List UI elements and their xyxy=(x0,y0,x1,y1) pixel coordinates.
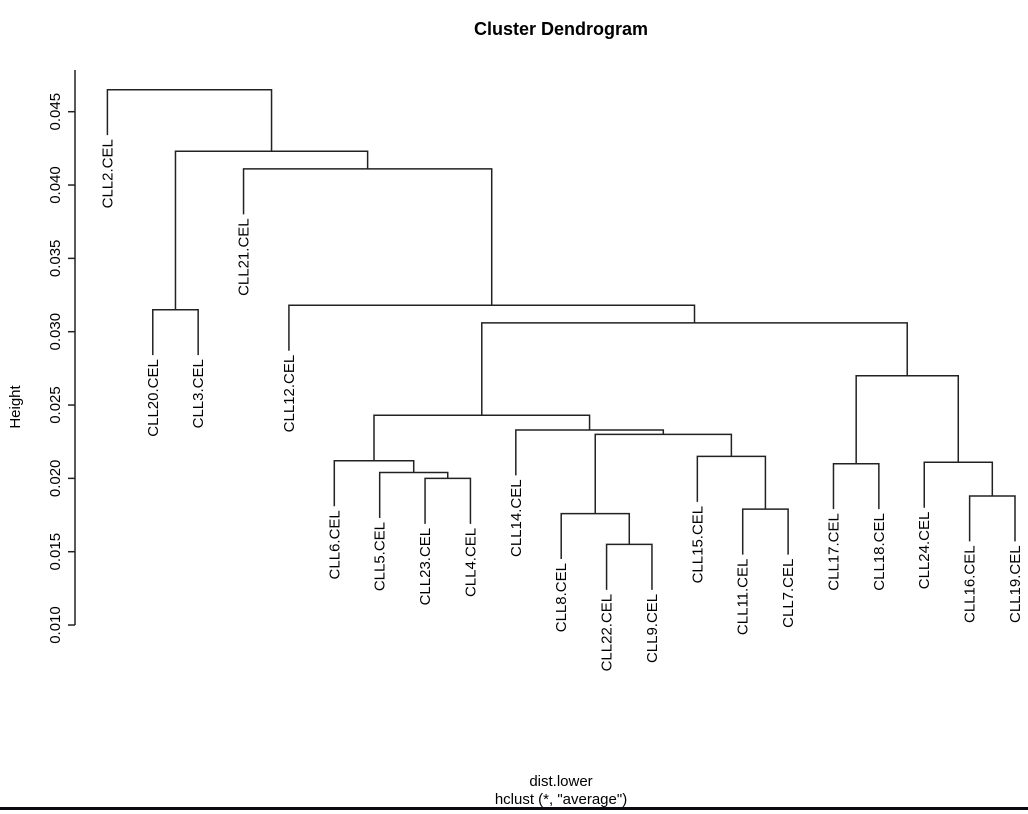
leaf-label: CLL2.CEL xyxy=(99,139,116,208)
leaf-label: CLL19.CEL xyxy=(1007,545,1024,623)
leaf-label: CLL4.CEL xyxy=(462,528,479,597)
leaf-labels: CLL2.CEL CLL20.CEL CLL3.CEL CLL21.CEL CLL12.… xyxy=(99,139,1024,671)
y-axis-ticks: 0.045 0.040 0.035 0.030 0.025 0.020 0.015 0.010 xyxy=(47,93,75,644)
y-axis-tick-label: 0.015 xyxy=(47,533,64,571)
leaf-label: CLL11.CEL xyxy=(735,559,752,635)
window-bottom-edge xyxy=(0,807,1028,810)
leaf-label: CLL21.CEL xyxy=(236,218,253,296)
y-axis-label: Height xyxy=(7,384,24,428)
dendrogram-segment xyxy=(515,429,665,476)
leaf-label: CLL5.CEL xyxy=(372,522,389,591)
leaf-label: CLL8.CEL xyxy=(553,563,570,632)
dendrogram-segment xyxy=(696,455,767,510)
dendrogram-segment xyxy=(832,462,880,510)
dendrogram-segment xyxy=(106,88,273,152)
dendrogram-segment xyxy=(741,508,789,555)
caption-method: hclust (*, "average") xyxy=(495,791,627,808)
leaf-label: CLL20.CEL xyxy=(145,359,162,437)
leaf-label: CLL14.CEL xyxy=(508,479,525,557)
dendrogram-segment xyxy=(560,512,631,560)
leaf-label: CLL17.CEL xyxy=(825,513,842,591)
dendrogram-segment xyxy=(594,433,733,514)
dendrogram-segment xyxy=(373,414,591,461)
dendrogram-tree xyxy=(106,88,1016,590)
dendrogram-segment xyxy=(923,461,994,508)
caption-distance: dist.lower xyxy=(529,773,592,790)
leaf-label: CLL7.CEL xyxy=(780,559,797,628)
y-axis-tick-label: 0.010 xyxy=(47,606,64,644)
dendrogram-segment xyxy=(152,308,199,356)
leaf-label: CLL16.CEL xyxy=(962,545,979,623)
dendrogram-segment xyxy=(242,168,493,306)
dendrogram-segment xyxy=(174,150,369,310)
leaf-label: CLL3.CEL xyxy=(190,359,207,428)
y-axis-tick-label: 0.045 xyxy=(47,93,64,131)
leaf-label: CLL12.CEL xyxy=(281,355,298,433)
y-axis-tick-label: 0.035 xyxy=(47,240,64,278)
dendrogram-segment xyxy=(378,471,449,518)
dendrogram-segment xyxy=(968,495,1016,542)
leaf-label: CLL23.CEL xyxy=(417,528,434,606)
leaf-label: CLL18.CEL xyxy=(871,513,888,591)
y-axis-tick-label: 0.040 xyxy=(47,166,64,204)
dendrogram-segment xyxy=(855,374,960,464)
dendrogram-segment xyxy=(605,543,653,590)
dendrogram-segment xyxy=(333,460,415,507)
leaf-label: CLL15.CEL xyxy=(689,506,706,584)
dendrogram-segment xyxy=(481,322,908,416)
leaf-label: CLL6.CEL xyxy=(326,510,343,579)
chart-title: Cluster Dendrogram xyxy=(474,19,648,39)
y-axis-tick-label: 0.020 xyxy=(47,460,64,498)
dendrogram-segment xyxy=(288,304,696,351)
y-axis-tick-label: 0.025 xyxy=(47,386,64,424)
leaf-label: CLL24.CEL xyxy=(916,512,933,590)
y-axis-tick-label: 0.030 xyxy=(47,313,64,351)
dendrogram-segment xyxy=(424,477,472,524)
leaf-label: CLL9.CEL xyxy=(644,594,661,663)
leaf-label: CLL22.CEL xyxy=(599,594,616,672)
